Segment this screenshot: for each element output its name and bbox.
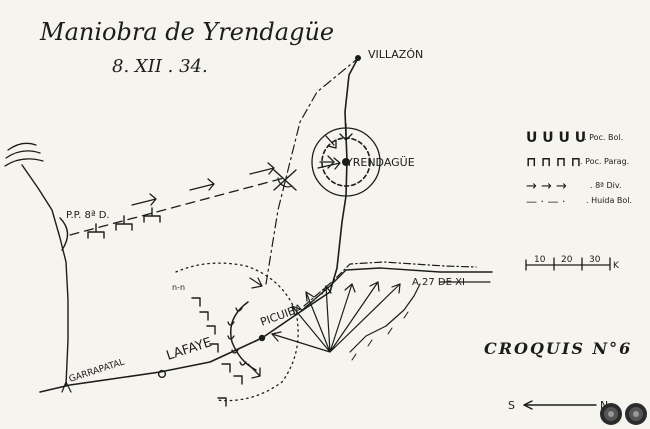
legend-symbol-bol: U U U U bbox=[526, 130, 586, 146]
edge-line bbox=[349, 283, 421, 353]
pp8d-label: P.P. 8ª D. bbox=[66, 210, 110, 221]
yrendague-label: YRENDAGÜE bbox=[345, 156, 415, 169]
par-marker-3 bbox=[143, 207, 161, 223]
advance-arrow-4 bbox=[317, 157, 341, 170]
scale-unit: K bbox=[613, 261, 620, 271]
attack-fan-heads bbox=[271, 281, 401, 342]
arc-mark-3 bbox=[4, 158, 44, 167]
yrendague-arrow-nw bbox=[325, 135, 337, 149]
cross-arc bbox=[277, 177, 293, 188]
par-lafaye-markers bbox=[191, 297, 243, 407]
garrapatal-mark bbox=[61, 381, 72, 393]
dotted-arc-arrow bbox=[249, 277, 263, 289]
legend: U U U U . Poc. Bol. ⊓ ⊓ ⊓ ⊓ . Poc. Parag… bbox=[526, 130, 632, 208]
scale-tick-20: 20 bbox=[561, 255, 573, 265]
compass-line bbox=[523, 400, 597, 410]
overlay-prev-button[interactable] bbox=[600, 403, 622, 425]
legend-symbol-huida: — · — · bbox=[526, 195, 565, 208]
advance-arrow-1 bbox=[131, 193, 157, 206]
small-n-label: n-n bbox=[172, 283, 185, 292]
legend-label-div: . 8ª Div. bbox=[590, 181, 622, 190]
villazon-dot bbox=[355, 55, 361, 61]
bol-pocket-u-marks bbox=[227, 307, 247, 366]
advance-arrow-3 bbox=[249, 162, 275, 175]
scale-tick-30: 30 bbox=[589, 255, 601, 265]
attack-fan bbox=[271, 281, 401, 353]
yrendague-arrow-w bbox=[319, 155, 335, 169]
picuiba-dot bbox=[258, 334, 266, 342]
compass-south: S bbox=[508, 399, 515, 412]
arc-mark-2 bbox=[5, 150, 41, 159]
yrendague-dot bbox=[342, 158, 350, 166]
bol-pocket-arc bbox=[230, 301, 257, 371]
legend-symbol-parag: ⊓ ⊓ ⊓ ⊓ bbox=[526, 155, 581, 170]
overlay-next-button[interactable] bbox=[625, 403, 647, 425]
edge-hatch bbox=[351, 311, 409, 361]
legend-label-bol: . Poc. Bol. bbox=[584, 133, 623, 142]
bol-pocket-arrow bbox=[247, 363, 261, 379]
lafaye-dot bbox=[157, 369, 167, 379]
arc-mark-1 bbox=[7, 142, 37, 151]
scale-line bbox=[525, 257, 611, 271]
legend-symbol-div: → → → bbox=[526, 179, 567, 194]
par-marker-2 bbox=[115, 215, 133, 231]
legend-label-huida: . Huida Bol. bbox=[586, 196, 632, 205]
pp8d-bracket bbox=[59, 217, 69, 251]
cross-mark bbox=[273, 169, 297, 191]
scale-tick-10: 10 bbox=[534, 255, 546, 265]
legend-label-parag: . Poc. Parag. bbox=[580, 157, 629, 166]
lafaye-label: LAFAYE bbox=[165, 335, 214, 364]
advance-line bbox=[69, 177, 285, 236]
road-east bbox=[299, 267, 493, 313]
dotted-arc bbox=[175, 262, 299, 402]
map-title: Maniobra de Yrendagüe bbox=[39, 18, 334, 46]
advance-arrow-2 bbox=[189, 178, 215, 191]
par-marker-1 bbox=[87, 223, 105, 239]
dashdot-villazon bbox=[265, 59, 357, 285]
compass-arrow: S N bbox=[508, 399, 608, 412]
yrendague-arrow-n bbox=[339, 123, 353, 141]
a27-label: A 27 DE XI bbox=[412, 277, 465, 288]
western-line bbox=[21, 164, 69, 386]
scale-bar: 10 20 30 K bbox=[525, 255, 620, 271]
map-date: 8. XII . 34. bbox=[112, 56, 208, 77]
yrendague-ring-inner bbox=[321, 137, 371, 187]
bolivian-flight-east bbox=[303, 261, 477, 307]
croquis-label: CROQUIS N°6 bbox=[484, 339, 632, 358]
villazon-label: VILLAZÓN bbox=[368, 48, 423, 61]
